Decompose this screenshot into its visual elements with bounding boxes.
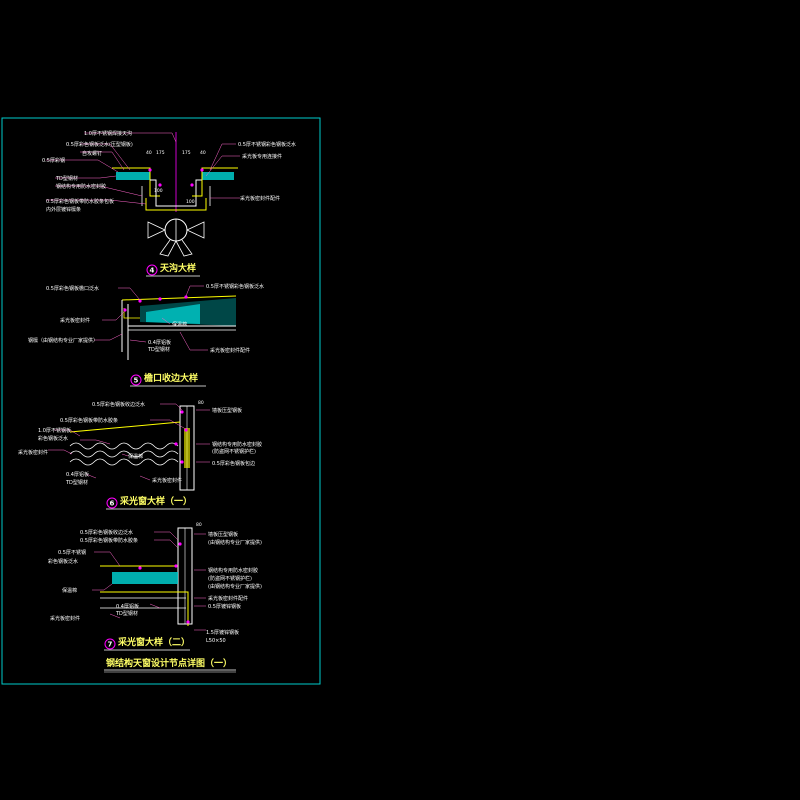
d4-label-8: 内外层镀锌檩条: [46, 206, 81, 213]
d4-label-0: 1.0厚不锈钢焊接天沟: [84, 130, 132, 137]
d4-dim-1: 175: [182, 150, 191, 156]
d7-label-15: 1.5厚镀锌钢板: [206, 629, 239, 636]
d4-label-5: TD型钢材: [55, 175, 78, 182]
d4-label-9: 采光板专用连接件: [242, 153, 282, 160]
d6-label-1: 墙板压型钢板: [212, 407, 242, 414]
d6-label-6: 保温棉: [128, 453, 143, 460]
detail-4-gutter: 1.0厚不锈钢焊接天沟 0.5厚彩色钢板泛水(压型钢板) 0.5厚不锈钢彩色钢板…: [42, 130, 296, 277]
d7-dim-0: 80: [196, 522, 202, 528]
detail-5-eave: 0.5厚彩色钢板檐口泛水 0.5厚不锈钢彩色钢板泛水 采光板密封件 保温棉 钢檩…: [28, 283, 264, 387]
d7-number: 7: [108, 641, 113, 649]
d6-label-9: 0.5厚彩色钢板包边: [212, 460, 255, 467]
d7-label-14: 0.5厚镀锌钢板: [208, 603, 241, 610]
d7-label-10: 0.4厚铝板: [116, 603, 139, 610]
d7-label-8: (由钢结构专业厂家提供): [208, 583, 262, 590]
detail-6-skylight-1: 0.5厚彩色钢板收边泛水 墙板压型钢板 0.5厚彩色钢板带防水胶条 1.0厚不锈…: [18, 400, 262, 510]
d7-label-9: 保温棉: [62, 587, 77, 594]
d7-label-1: 0.5厚彩色钢板带防水胶条: [80, 537, 138, 544]
d4-label-7: 0.5厚彩色钢板带防水胶条包板: [46, 198, 114, 205]
d4-dim-0: 175: [156, 150, 165, 156]
d4-dim-2: 40: [146, 150, 152, 156]
d5-number: 5: [134, 377, 139, 385]
d7-label-4: 0.5厚不锈钢: [58, 549, 86, 556]
d7-label-2: 墙板压型钢板: [208, 531, 238, 538]
d4-label-2: 0.5厚不锈钢彩色钢板泛水: [238, 141, 296, 148]
d4-label-6: 钢结构专用防水密封胶: [56, 183, 106, 190]
d4-dim-4: 100: [154, 188, 163, 194]
d7-label-11: TD型钢材: [115, 610, 138, 617]
d5-label-4: 钢檩（由钢结构专业厂家提供）: [28, 337, 98, 344]
d6-label-12: 采光板密封件: [152, 477, 182, 484]
d4-label-3: 自攻螺钉: [82, 150, 102, 157]
detail-7-skylight-2: 0.5厚彩色钢板收边泛水 0.5厚彩色钢板带防水胶条 墙板压型钢板 (由钢结构专…: [48, 522, 262, 651]
d5-label-2: 采光板密封件: [60, 317, 90, 324]
d4-title: 天沟大样: [160, 262, 196, 274]
d7-title: 采光窗大样（二）: [117, 636, 190, 648]
d5-label-6: TD型钢材: [147, 346, 170, 353]
d6-label-4: 彩色钢板泛水: [38, 435, 68, 442]
d6-label-5: 采光板密封件: [18, 449, 48, 456]
sheet-title: 钢结构天窗设计节点详图（一）: [106, 657, 232, 669]
d7-label-12: 采光板密封件: [50, 615, 80, 622]
d5-label-0: 0.5厚彩色钢板檐口泛水: [46, 285, 99, 292]
d4-dim-3: 40: [200, 150, 206, 156]
d5-label-7: 采光板密封件配件: [210, 347, 250, 354]
d4-label-4: 0.5厚彩钢: [42, 157, 65, 164]
d6-dim-0: 80: [198, 400, 204, 406]
d5-label-5: 0.4厚铝板: [148, 339, 171, 346]
d6-label-7: 钢结构专用防水密封胶: [212, 441, 262, 448]
d6-label-0: 0.5厚彩色钢板收边泛水: [92, 401, 145, 408]
d5-label-1: 0.5厚不锈钢彩色钢板泛水: [206, 283, 264, 290]
d4-label-10: 采光板密封件配件: [240, 195, 280, 202]
d6-number: 6: [110, 500, 115, 508]
d6-label-3: 1.0厚不锈钢板: [38, 427, 71, 434]
d6-label-8: (防盗网不锈钢护栏): [212, 448, 256, 455]
d5-label-3: 保温棉: [172, 321, 187, 328]
d7-label-3: (由钢结构专业厂家提供): [208, 539, 262, 546]
d7-label-5: 彩色钢板泛水: [48, 558, 78, 565]
d7-label-16: L50×50: [206, 638, 226, 644]
d7-label-13: 采光板密封件配件: [208, 595, 248, 602]
d4-number: 4: [150, 267, 155, 275]
d7-label-6: 钢结构专用防水密封胶: [208, 567, 258, 574]
d6-label-2: 0.5厚彩色钢板带防水胶条: [60, 417, 118, 424]
d6-label-11: TD型钢材: [65, 479, 88, 486]
d5-title: 檐口收边大样: [144, 372, 198, 384]
d7-label-7: (防盗网不锈钢护栏): [208, 575, 252, 582]
d6-label-10: 0.4厚铝板: [66, 471, 89, 478]
drawing-frame: [1, 117, 321, 685]
d6-title: 采光窗大样（一）: [119, 495, 192, 507]
d4-label-1: 0.5厚彩色钢板泛水(压型钢板): [66, 141, 133, 148]
d4-dim-5: 100: [186, 199, 195, 205]
d7-label-0: 0.5厚彩色钢板收边泛水: [80, 529, 133, 536]
